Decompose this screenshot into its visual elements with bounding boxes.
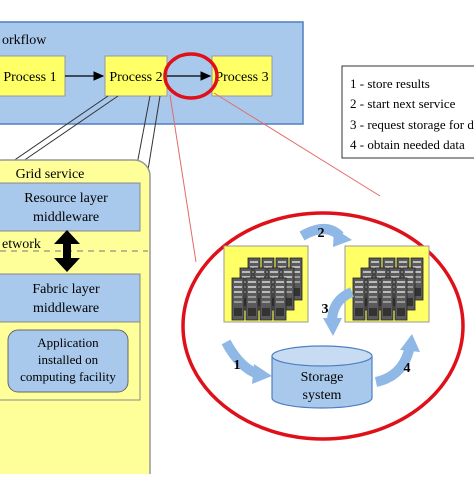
arrow-label-3: 3 xyxy=(322,302,329,317)
process-3-label: Process 3 xyxy=(215,70,268,85)
storage-label-line2: system xyxy=(303,388,342,403)
highlight-ellipse-large xyxy=(181,211,465,441)
arrow-3-request-storage: 3 xyxy=(322,287,355,336)
projection-line xyxy=(0,95,109,171)
resource-layer-line2: middleware xyxy=(33,210,99,225)
arrow-4-obtain-data: 4 xyxy=(374,334,420,387)
projection-line xyxy=(147,95,161,171)
legend-item-4: 4 - obtain needed data xyxy=(350,137,465,152)
arrow-2-start-next-service: 2 xyxy=(299,224,352,247)
network-double-arrow xyxy=(54,230,80,272)
storage-label-line1: Storage xyxy=(301,370,344,385)
compute-cluster-left xyxy=(223,245,309,323)
highlight-ellipse-small xyxy=(163,52,219,100)
resource-layer-line1: Resource layer xyxy=(24,191,108,206)
arrow-1-store-results: 1 xyxy=(221,339,272,384)
legend-item-1: 1 - store results xyxy=(350,76,430,91)
storage-system: Storage system xyxy=(271,345,373,409)
application-line2: installed on xyxy=(38,352,99,367)
arrow-label-1: 1 xyxy=(234,358,241,373)
network-label: etwork xyxy=(2,237,41,252)
application-line1: Application xyxy=(37,335,99,350)
process-2-label: Process 2 xyxy=(109,70,162,85)
grid-service-title: Grid service xyxy=(16,167,85,182)
process-1-label: Process 1 xyxy=(3,70,56,85)
fabric-layer-line1: Fabric layer xyxy=(32,282,100,297)
process-2-box: Process 2 xyxy=(104,55,168,97)
process-3-box: Process 3 xyxy=(211,55,273,97)
zoom-projection-line xyxy=(169,94,197,263)
fabric-layer-box: Fabric layer middleware xyxy=(0,273,141,323)
application-box: Application installed on computing facil… xyxy=(0,321,141,401)
legend-box: 1 - store results 2 - start next service… xyxy=(341,65,474,159)
workflow-label: orkflow xyxy=(2,33,47,48)
projection-line xyxy=(135,95,151,171)
legend-item-3: 3 - request storage for d xyxy=(350,117,474,132)
fabric-layer-line2: middleware xyxy=(33,301,99,316)
legend-item-2: 2 - start next service xyxy=(350,96,456,111)
arrow-label-2: 2 xyxy=(318,226,325,241)
application-line3: computing facility xyxy=(20,369,116,384)
zoom-projection-line xyxy=(213,92,381,197)
resource-layer-box: Resource layer middleware xyxy=(0,182,141,232)
projection-line xyxy=(9,95,119,171)
arrow-label-4: 4 xyxy=(404,361,411,376)
compute-cluster-right xyxy=(344,245,430,323)
process-1-box: Process 1 xyxy=(0,55,66,97)
